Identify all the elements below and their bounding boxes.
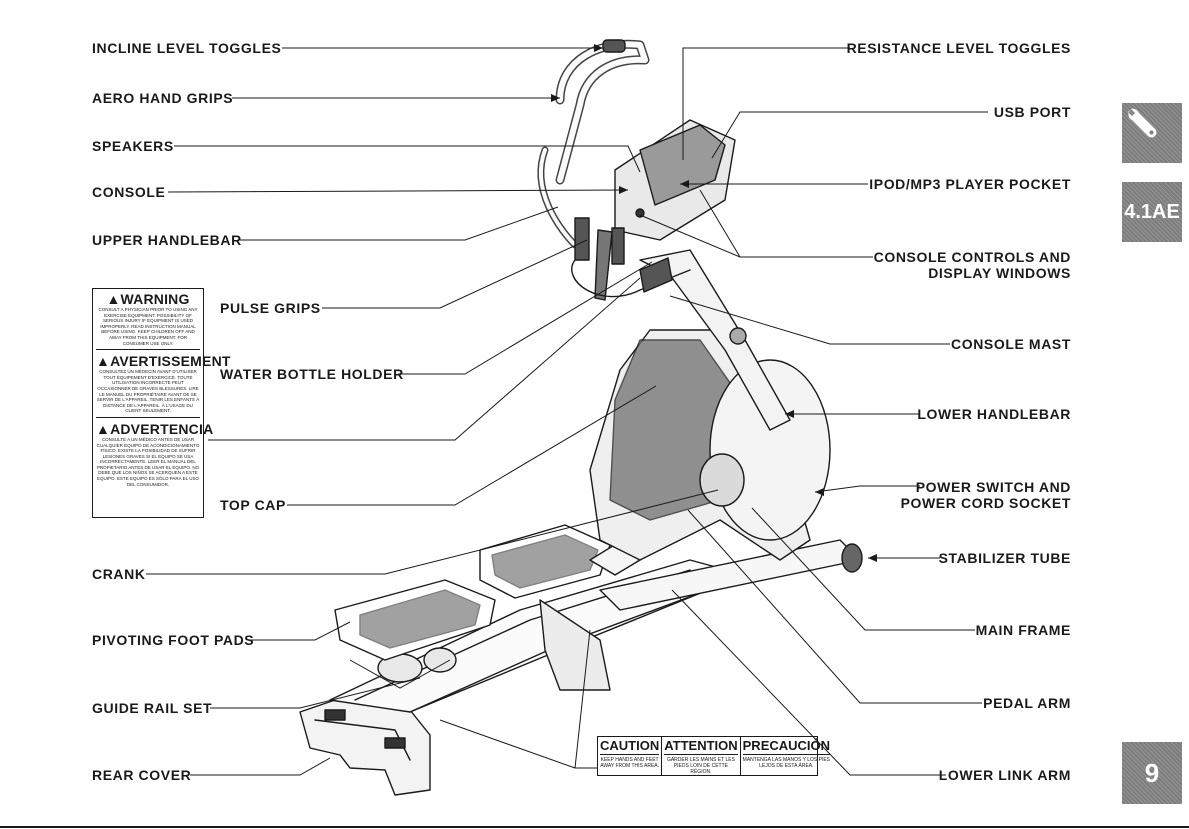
warning-section-fr: ▲AVERTISSEMENT CONSULTEZ UN MÉDECIN AVAN… bbox=[96, 353, 230, 418]
caution-col-es: PRECAUCIÓN MANTENGA LAS MANOS Y LOS PIES… bbox=[741, 737, 832, 775]
label-lower-handlebar: LOWER HANDLEBAR bbox=[917, 406, 1071, 422]
leader-main-frame bbox=[751, 507, 975, 631]
leader-resistance bbox=[682, 47, 850, 160]
warning-text-es: CONSULTE A UN MÉDICO ANTES DE USAR CUALQ… bbox=[96, 436, 200, 487]
chapter-number: 4.1AE bbox=[1124, 200, 1180, 223]
page-number: 9 bbox=[1144, 757, 1160, 788]
leader-lines bbox=[146, 47, 988, 776]
label-pulse-grips: PULSE GRIPS bbox=[220, 300, 321, 316]
leader-rear-cover bbox=[190, 757, 331, 776]
machine-drawing bbox=[299, 39, 863, 796]
label-pivoting-foot-pads: PIVOTING FOOT PADS bbox=[92, 632, 255, 648]
wrench-icon bbox=[1128, 108, 1157, 138]
label-lower-link-arm: LOWER LINK ARM bbox=[938, 767, 1071, 783]
caution-col-en: CAUTION KEEP HANDS AND FEET AWAY FROM TH… bbox=[598, 737, 663, 775]
label-pedal-arm: PEDAL ARM bbox=[983, 695, 1071, 711]
leader-warning bbox=[208, 277, 641, 441]
rear-cover-button bbox=[324, 709, 346, 721]
warning-section-en: ▲WARNING CONSULT A PHYSICIAN PRIOR TO US… bbox=[96, 291, 200, 351]
caution-text-fr: GARDER LES MAINS ET LES PIEDS LOIN DE CE… bbox=[666, 757, 735, 775]
label-resistance-level-toggles: RESISTANCE LEVEL TOGGLES bbox=[846, 40, 1071, 56]
label-top-cap: TOP CAP bbox=[220, 497, 286, 513]
warning-title-fr: AVERTISSEMENT bbox=[110, 353, 231, 370]
water-bottle-holder bbox=[639, 257, 673, 293]
rear-cover-shape bbox=[299, 699, 431, 796]
label-upper-handlebar: UPPER HANDLEBAR bbox=[92, 232, 242, 248]
label-console: CONSOLE bbox=[92, 184, 166, 200]
leader-top-cap bbox=[287, 385, 657, 506]
label-water-bottle-holder: WATER BOTTLE HOLDER bbox=[220, 366, 404, 382]
console-mast-shape bbox=[639, 249, 791, 431]
incline-toggle bbox=[602, 39, 626, 53]
label-rear-cover: REAR COVER bbox=[92, 767, 192, 783]
roller-right bbox=[423, 647, 457, 673]
bottom-rule bbox=[0, 826, 1189, 828]
leader-lower-link bbox=[671, 589, 946, 776]
warning-triangle-icon: ▲ bbox=[96, 353, 111, 370]
label-ipod-mp3-player-pocket: IPOD/MP3 PLAYER POCKET bbox=[869, 176, 1071, 192]
leader-foot-pads bbox=[250, 621, 351, 641]
leader-speakers bbox=[174, 145, 641, 173]
label-crank: CRANK bbox=[92, 566, 146, 582]
label-console-mast: CONSOLE MAST bbox=[951, 336, 1071, 352]
leader-pedal-arm bbox=[687, 509, 982, 704]
caution-col-fr: ATTENTION GARDER LES MAINS ET LES PIEDS … bbox=[662, 737, 741, 775]
leader-console-mast bbox=[669, 295, 950, 345]
label-speakers: SPEAKERS bbox=[92, 138, 174, 154]
label-stabilizer-tube: STABILIZER TUBE bbox=[938, 550, 1071, 566]
warning-triangle-icon: ▲ bbox=[106, 291, 121, 307]
label-incline-level-toggles: INCLINE LEVEL TOGGLES bbox=[92, 40, 282, 56]
leader-console bbox=[167, 189, 629, 193]
caution-text-en: KEEP HANDS AND FEET AWAY FROM THIS AREA. bbox=[600, 757, 660, 769]
leader-crank bbox=[146, 489, 719, 575]
caution-title-en: CAUTION bbox=[600, 738, 660, 755]
caution-text-es: MANTENGA LAS MANOS Y LOS PIES LEJOS DE E… bbox=[742, 757, 831, 769]
tab-page: 9 bbox=[1122, 742, 1182, 804]
caution-title-fr: ATTENTION bbox=[664, 738, 738, 755]
rear-cover-button bbox=[384, 737, 406, 749]
leader-guide-rail-2 bbox=[349, 659, 451, 689]
warning-text-fr: CONSULTEZ UN MÉDECIN AVANT D'UTILISER TO… bbox=[96, 369, 200, 414]
leader-caution bbox=[439, 719, 597, 769]
leader-usb bbox=[711, 111, 988, 159]
leader-upper-handlebar bbox=[238, 206, 559, 241]
warning-section-es: ▲ADVERTENCIA CONSULTE A UN MÉDICO ANTES … bbox=[96, 420, 213, 490]
warning-title-en: WARNING bbox=[120, 291, 190, 307]
warning-triangle-icon: ▲ bbox=[96, 420, 111, 437]
warning-label-box: ▲WARNING CONSULT A PHYSICIAN PRIOR TO US… bbox=[92, 288, 230, 518]
label-usb-port: USB PORT bbox=[993, 104, 1071, 120]
pulse-grip-right bbox=[611, 227, 625, 265]
warning-text-en: CONSULT A PHYSICIAN PRIOR TO USING ANY E… bbox=[98, 307, 198, 346]
leader-pulse-grips bbox=[322, 239, 588, 309]
leader-water-bottle bbox=[398, 261, 653, 375]
tab-wrench bbox=[1122, 103, 1182, 163]
label-console-controls-line1: CONSOLE CONTROLS AND bbox=[873, 249, 1071, 265]
label-console-controls-line2: DISPLAY WINDOWS bbox=[928, 265, 1071, 281]
caution-label-box: CAUTION KEEP HANDS AND FEET AWAY FROM TH… bbox=[597, 736, 831, 776]
leader-console-controls bbox=[639, 189, 873, 258]
label-power-switch-line1: POWER SWITCH AND bbox=[915, 479, 1071, 495]
caution-title-es: PRECAUCIÓN bbox=[742, 738, 831, 755]
tab-chapter: 4.1AE bbox=[1122, 182, 1182, 242]
label-aero-hand-grips: AERO HAND GRIPS bbox=[92, 90, 234, 106]
label-guide-rail-set: GUIDE RAIL SET bbox=[92, 700, 213, 716]
lower-handlebar-shape bbox=[594, 229, 613, 301]
leader-guide-rail-1 bbox=[210, 677, 421, 709]
pulse-grip-left bbox=[574, 217, 590, 261]
warning-title-es: ADVERTENCIA bbox=[110, 420, 214, 437]
leader-caution-2 bbox=[574, 629, 591, 769]
label-main-frame: MAIN FRAME bbox=[975, 622, 1071, 638]
leader-arrows bbox=[551, 44, 877, 562]
label-power-switch-line2: POWER CORD SOCKET bbox=[900, 495, 1071, 511]
leader-power-switch bbox=[814, 485, 920, 493]
